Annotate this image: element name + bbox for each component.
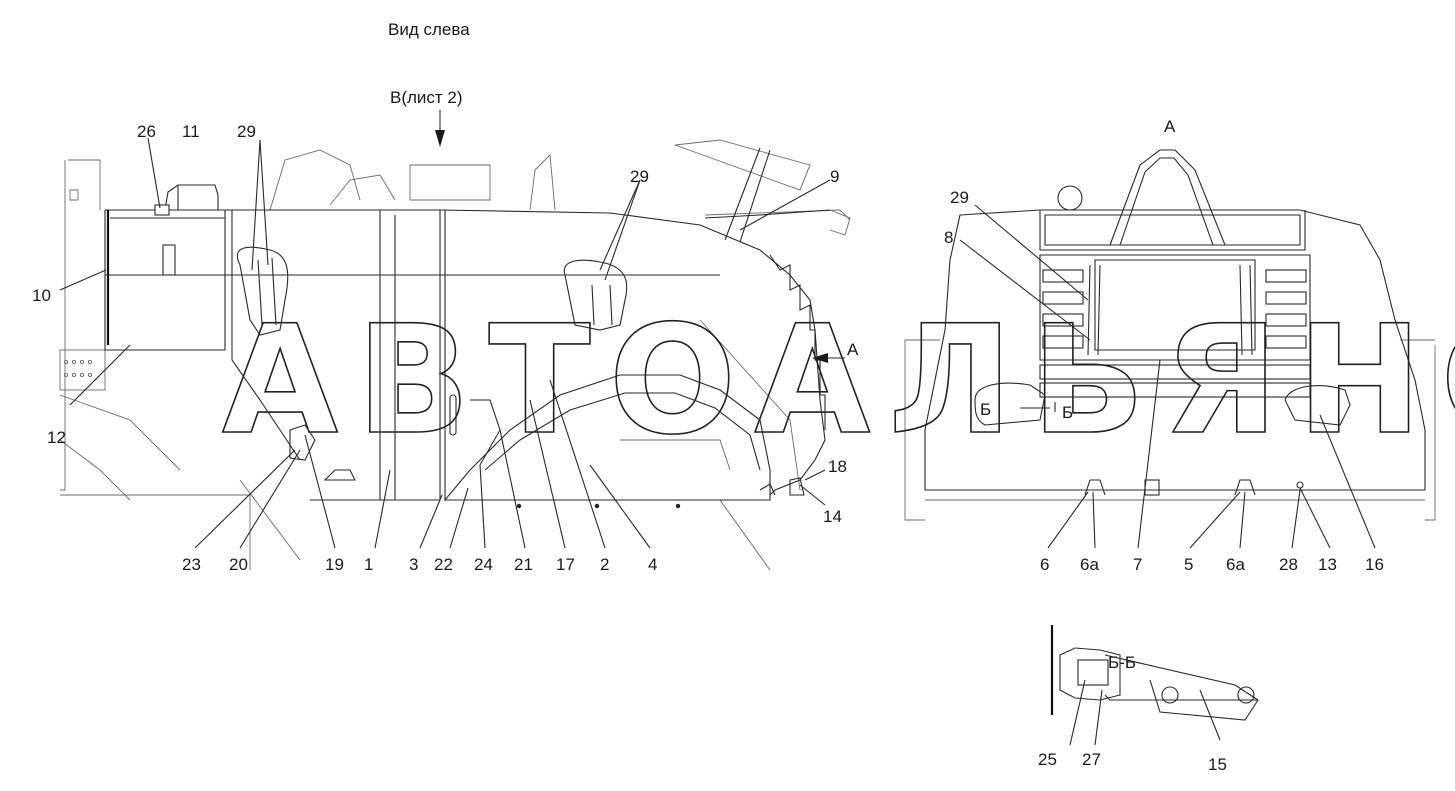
title-view-a: А — [1164, 117, 1176, 136]
label-11: 11 — [182, 122, 200, 141]
front-view-labels: 29 8 6 6а 7 5 6а 28 13 16 — [944, 188, 1384, 574]
left-view-labels: 26 11 29 10 12 23 20 19 1 3 22 24 21 17 … — [32, 122, 847, 574]
left-view: А — [59, 139, 859, 571]
label-29-front: 29 — [950, 188, 969, 207]
arrow-b-indicator — [435, 110, 445, 147]
label-29-left: 29 — [237, 122, 256, 141]
label-17: 17 — [556, 555, 575, 574]
label-1: 1 — [364, 555, 373, 574]
label-15: 15 — [1208, 755, 1227, 774]
label-21: 21 — [514, 555, 533, 574]
label-18: 18 — [828, 457, 847, 476]
label-6a-right: 6а — [1226, 555, 1245, 574]
label-24: 24 — [474, 555, 493, 574]
label-2: 2 — [600, 555, 609, 574]
label-29-mid: 29 — [630, 167, 649, 186]
label-14: 14 — [823, 507, 842, 526]
label-20: 20 — [229, 555, 248, 574]
section-labels: 25 27 15 — [1038, 750, 1227, 774]
label-3: 3 — [409, 555, 418, 574]
label-9: 9 — [830, 167, 839, 186]
label-6a-left: 6а — [1080, 555, 1099, 574]
label-6: 6 — [1040, 555, 1049, 574]
label-23: 23 — [182, 555, 201, 574]
label-19: 19 — [325, 555, 344, 574]
label-25: 25 — [1038, 750, 1057, 769]
label-28: 28 — [1279, 555, 1298, 574]
label-27: 27 — [1082, 750, 1101, 769]
section-bb — [1050, 625, 1259, 721]
label-12: 12 — [47, 428, 66, 447]
label-5: 5 — [1184, 555, 1193, 574]
leader-lines — [59, 137, 1376, 746]
label-10: 10 — [32, 286, 51, 305]
section-mark-b-right: Б — [1062, 403, 1073, 422]
title-view-left: Вид слева — [388, 20, 470, 39]
front-view-a: Б Б — [904, 149, 1436, 521]
label-22: 22 — [434, 555, 453, 574]
arrow-a-label: А — [847, 340, 859, 359]
label-26: 26 — [137, 122, 156, 141]
title-section-bb: Б-Б — [1108, 653, 1136, 672]
section-mark-b-left: Б — [980, 400, 991, 419]
label-16: 16 — [1365, 555, 1384, 574]
label-4: 4 — [648, 555, 657, 574]
label-8: 8 — [944, 228, 953, 247]
watermark: АВТОАЛЬЯНС — [222, 294, 1455, 468]
label-13: 13 — [1318, 555, 1337, 574]
label-7: 7 — [1133, 555, 1142, 574]
title-arrow-b: В(лист 2) — [390, 88, 463, 107]
